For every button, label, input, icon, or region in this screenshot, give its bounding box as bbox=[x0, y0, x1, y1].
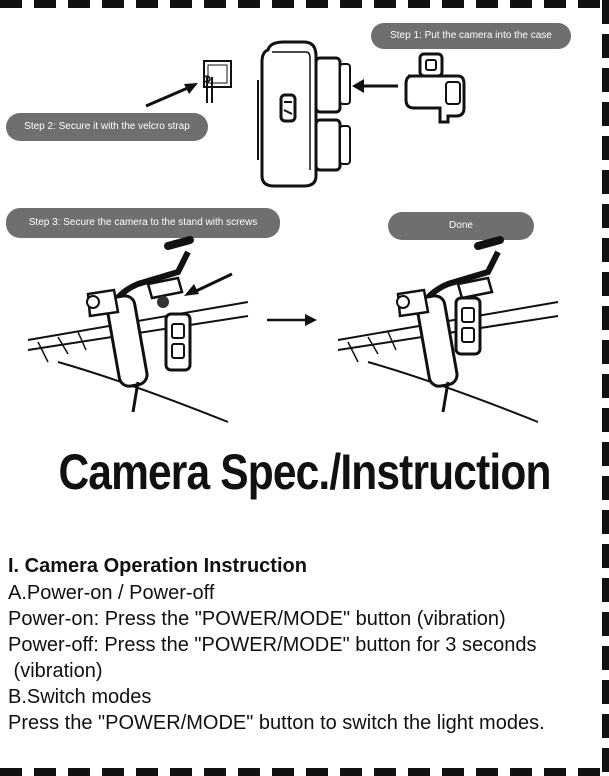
step3-label: Step 3: Secure the camera to the stand w… bbox=[6, 208, 280, 238]
step1-label: Step 1: Put the camera into the case bbox=[371, 23, 571, 49]
page-title: Camera Spec./Instruction bbox=[58, 444, 551, 500]
arrow-to-case bbox=[352, 79, 398, 93]
dashed-border-right bbox=[602, 0, 609, 776]
instruction-line: A.Power-on / Power-off bbox=[8, 582, 215, 604]
dashed-border-bottom bbox=[0, 768, 609, 776]
done-label: Done bbox=[388, 212, 534, 240]
dashed-border-top bbox=[0, 0, 609, 8]
camera-case-illustration bbox=[257, 40, 351, 188]
arrow-to-result bbox=[267, 314, 317, 326]
instruction-line: (vibration) bbox=[8, 660, 103, 682]
bicycle-mount-illustration-1 bbox=[27, 236, 249, 423]
section-heading: I. Camera Operation Instruction bbox=[8, 555, 307, 577]
camera-illustration bbox=[404, 52, 466, 124]
arrow-to-mount bbox=[184, 272, 233, 296]
instruction-line: Power-off: Press the "POWER/MODE" button… bbox=[8, 634, 537, 656]
instruction-line: Power-on: Press the "POWER/MODE" button … bbox=[8, 608, 506, 630]
bicycle-mount-illustration-2 bbox=[337, 236, 559, 423]
arrow-to-strap bbox=[145, 83, 198, 108]
velcro-strap-illustration bbox=[203, 60, 232, 103]
instruction-line: B.Switch modes bbox=[8, 686, 152, 708]
instruction-line: Press the "POWER/MODE" button to switch … bbox=[8, 712, 545, 734]
step2-label: Step 2: Secure it with the velcro strap bbox=[6, 113, 208, 141]
